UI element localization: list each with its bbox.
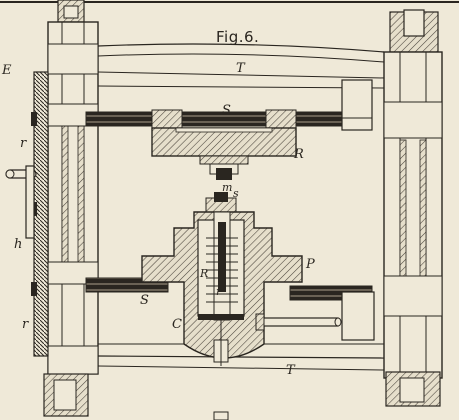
label-r-spring: r — [216, 285, 222, 298]
label-R-upper: R — [294, 147, 304, 162]
label-r-upper: r — [20, 136, 27, 151]
upper-anvil-m — [199, 155, 249, 180]
label-T-bottom: T — [286, 363, 295, 378]
side-pipe — [255, 313, 342, 331]
label-P: P — [306, 257, 315, 272]
right-column — [383, 51, 443, 379]
label-r-lower: r — [22, 317, 29, 332]
handle-h — [5, 165, 37, 239]
label-h: h — [14, 237, 23, 252]
lower-nut-box — [341, 291, 375, 341]
label-E: E — [2, 63, 12, 78]
label-C: C — [172, 317, 182, 332]
label-S-top: S — [222, 103, 231, 118]
label-s: s — [233, 187, 239, 200]
label-S-lower: S — [140, 293, 149, 308]
label-m: m — [222, 181, 233, 194]
figure-caption: Fig.6. — [216, 28, 260, 46]
upper-crosshead-R — [151, 109, 297, 157]
upper-nut-box — [341, 79, 373, 131]
label-R-lower: R — [200, 267, 209, 280]
left-column — [47, 21, 99, 375]
label-T-top: T — [236, 61, 245, 76]
upper-tie-bar — [97, 43, 385, 89]
